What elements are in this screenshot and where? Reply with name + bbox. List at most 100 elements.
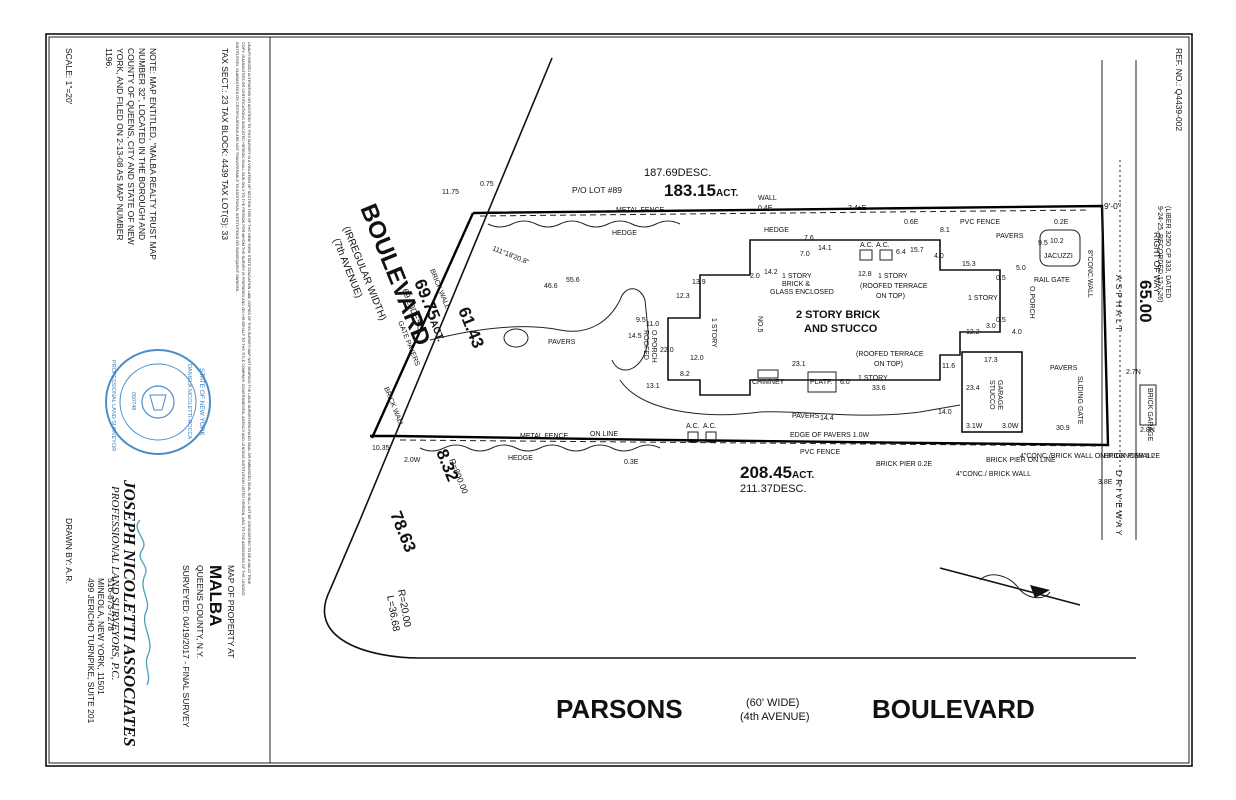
dim-141: 14.1: [818, 245, 832, 252]
dim-153: 15.3: [962, 261, 976, 268]
dim-173: 17.3: [984, 357, 998, 364]
main-building: [667, 239, 1001, 396]
front-street-line: [359, 57, 553, 521]
offset-03: 0.3E: [624, 459, 639, 466]
ref-number: REF. NO.: Q4439-002: [1174, 48, 1184, 131]
signature: [136, 519, 151, 686]
hedge-north: HEDGE: [612, 230, 637, 237]
note-line-3: COUNTY OF QUEENS, CITY AND STATE OF NEW: [126, 48, 136, 245]
south-hedge: [419, 444, 661, 452]
dim-95b: 9.5: [1038, 240, 1048, 247]
ac-label-2: A.C.: [703, 423, 717, 430]
dim-122: 12.2: [966, 329, 980, 336]
county: QUEENS COUNTY, N.Y.: [195, 565, 205, 658]
dim-110: 11.0: [646, 321, 659, 328]
conc-wall-8: 8"CONC.WALL: [1086, 250, 1093, 298]
po-lot: P/O LOT #89: [572, 185, 622, 195]
bldg-terrace-1: 1 STORY: [878, 273, 908, 280]
pavers-front: PAVERS: [548, 339, 576, 346]
seal-name: DANIELA NICOLETTI-ROCCA: [186, 364, 192, 440]
north-act: 183.15ACT.: [664, 181, 738, 200]
wall-offset: 0.4E: [758, 205, 773, 212]
west-boundary: [370, 212, 475, 439]
dim-231: 23.1: [792, 361, 806, 368]
bldg-main: 2 STORY BRICK: [796, 309, 880, 321]
west-segment: 61.43: [454, 304, 488, 351]
dim-144: 14.4: [820, 415, 834, 422]
note-line-2: NUMBER 32", LOCATED IN THE BOROUGH AND: [137, 48, 147, 240]
conc-brick: 4"CONC./ BRICK WALL: [956, 471, 1031, 478]
dim-70: 7.0: [800, 251, 810, 258]
address-1: 499 JERICHO TURNPIKE, SUITE 201: [86, 578, 96, 724]
property-boundary: [370, 204, 1110, 447]
seal-title: PROFESSIONAL LAND SURVEYOR: [110, 360, 116, 451]
surveyor-seal: STATE OF NEW YORK DANIELA NICOLETTI-ROCC…: [105, 349, 211, 455]
ac-label-4: A.C.: [876, 242, 890, 249]
tax-line: TAX SECT.: 23 TAX BLOCK: 4439 TAX LOT(S)…: [220, 48, 230, 240]
seal-state: STATE OF NEW YORK: [198, 368, 205, 437]
outer-border: [45, 33, 1193, 767]
dim-1035: 10.35: [372, 445, 390, 452]
dim-05: 0.5: [996, 275, 1006, 282]
ac-unit-3: [687, 431, 699, 443]
front-walkway: [429, 288, 649, 371]
rail-gate: RAIL GATE: [1034, 277, 1070, 284]
ac-label-3: A.C.: [860, 242, 874, 249]
note-line-1: NOTE: MAP ENTITLED, "MALBA REALTY TRUST …: [148, 48, 158, 260]
north-act-suffix: ACT.: [716, 188, 738, 199]
chimney: [757, 369, 779, 379]
street-fourth: (4th AVENUE): [740, 711, 810, 723]
brick-garage: [1139, 384, 1157, 426]
ac-unit-1: [859, 249, 873, 261]
bldg-porch-2: O.PORCH: [650, 330, 657, 363]
sliding-gate: SLIDING GATE: [1076, 376, 1083, 425]
disclaimer: UNAUTHORIZED ALTERATION OR ADDITION TO T…: [235, 42, 251, 596]
pavers-east: PAVERS: [1050, 365, 1078, 372]
brick-pier-line: BRICK PIER ON LINE: [986, 457, 1056, 464]
inner-border: [48, 36, 1190, 764]
north-desc: 187.69DESC.: [644, 167, 711, 179]
surveyed: SURVEYED: 04/19/2017 - FINAL SURVEY: [181, 565, 191, 728]
dim-556: 55.6: [566, 277, 580, 284]
row-label: RIGHT OF WAY: [1152, 232, 1162, 294]
dim-123: 12.3: [676, 293, 690, 300]
north-hedge: [487, 220, 681, 228]
brick-garage-label: BRICK GARAGE: [1146, 388, 1153, 442]
garage: [961, 351, 1023, 433]
pvc-fence-north: PVC FENCE: [960, 219, 1000, 226]
garage-w2: 3.0W: [1002, 423, 1019, 430]
dim-220: 22.0: [660, 347, 674, 354]
garage-27: 2.7N: [1126, 369, 1141, 376]
dim-95: 9.5: [636, 317, 646, 324]
garage-w1: 3.1W: [966, 423, 983, 430]
firm-sub: PROFESSIONAL LAND SURVEYORS, P.C.: [109, 485, 121, 680]
corner-curve: [323, 519, 1136, 659]
tax-text: TAX SECT.: 23 TAX BLOCK: 4439 TAX LOT(S)…: [220, 48, 230, 240]
liber-1: (LIBER 3250 CP 333, DATED: [1164, 206, 1171, 298]
dim-1175: 11.75: [442, 189, 459, 196]
south-act-suffix: ACT.: [792, 470, 814, 481]
dim-76: 7.6: [804, 235, 814, 242]
bldg-1story-w: 1 STORY: [710, 318, 717, 348]
brick-pier: BRICK PIER 0.2E: [876, 461, 932, 468]
dim-336: 33.6: [872, 385, 886, 392]
dim-50: 5.0: [1016, 265, 1026, 272]
hedge-south: HEDGE: [508, 455, 533, 462]
garage-28: 2.8N: [1140, 427, 1155, 434]
dim-20w: 2.0W: [404, 457, 421, 464]
dim-102: 10.2: [1050, 238, 1064, 245]
place-name: MALBA: [206, 565, 225, 626]
bldg-porch-1: ROOFED: [642, 330, 649, 360]
dim-120: 12.0: [690, 355, 704, 362]
bldg-terrace-2: (ROOFED TERRACE: [860, 283, 928, 290]
bldg-terrace-5: ON TOP): [874, 361, 903, 368]
dim-075: 0.75: [480, 181, 494, 188]
note-line-4: YORK, AND FILED ON 2-13-08 AS MAP NUMBER: [115, 48, 125, 241]
driveway: DRIVEWAY: [1114, 470, 1124, 538]
dim-40: 4.0: [1012, 329, 1022, 336]
scale-label: SCALE: 1"=20': [64, 48, 74, 105]
map-of: MAP OF PROPERTY AT: [226, 565, 236, 658]
dim-128: 12.8: [858, 271, 872, 278]
dim-142: 14.2: [764, 269, 778, 276]
